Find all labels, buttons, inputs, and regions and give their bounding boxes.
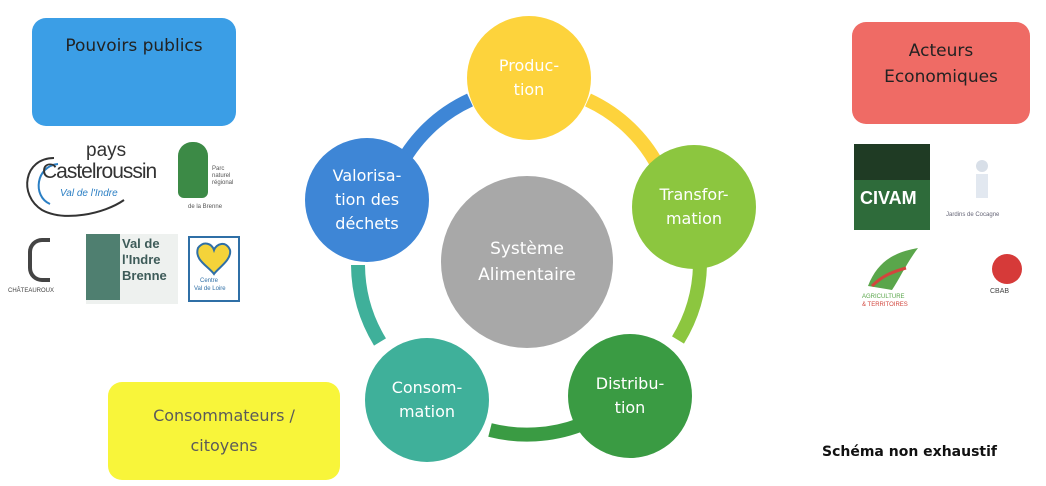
public-authorities-label: Pouvoirs publics <box>65 36 203 56</box>
parc-brenne-logo: Parc naturel régional de la Brenne <box>176 140 236 220</box>
consommation-line2: mation <box>398 402 456 421</box>
distribution-line2: tion <box>614 398 646 417</box>
consommation-line1: Consom- <box>391 378 463 397</box>
centre-region-logo: Centre Val de Loire <box>188 236 240 302</box>
parc-text: Parc <box>212 166 225 172</box>
valorisation-line2: tion des <box>334 190 400 209</box>
centre-text: Centre <box>200 278 219 284</box>
leaves-icon <box>854 144 930 180</box>
ring-segment-distribution-consommation <box>488 418 583 442</box>
economic-actors-label-line1: Acteurs <box>908 41 974 61</box>
agriculture-emblem-icon <box>868 248 918 290</box>
valorisation-line1: Valorisa- <box>332 166 402 185</box>
stage-circle-valorisation <box>305 138 429 262</box>
val-indre-brenne-logo: Val de l'Indre Brenne <box>86 234 178 304</box>
consumers-box: Consommateurs / citoyens <box>108 382 340 480</box>
gardener-icon <box>976 160 988 198</box>
chateauroux-text: CHÂTEAUROUX <box>8 288 55 294</box>
ring-segment-consommation-valorisation <box>351 264 387 346</box>
center-label: Système Alimentaire <box>441 176 613 348</box>
valorisation-line3: déchets <box>335 214 399 233</box>
economic-actors-label-line2: Economiques <box>884 67 998 87</box>
consumers-label-line1: Consommateurs / <box>153 406 295 425</box>
non-exhaustive-note: Schéma non exhaustif <box>822 444 997 460</box>
production-line1: Produc- <box>498 56 560 75</box>
naturel-text: naturel <box>212 173 231 179</box>
economic-actors-box: Acteurs Economiques <box>852 22 1030 124</box>
pays-castelroussin-logo: pays Castelroussin Val de l'Indre <box>14 140 164 222</box>
cbab-emblem-icon <box>992 254 1022 284</box>
parc-brenne-emblem-icon <box>178 142 208 198</box>
chateauroux-logo: CHÂTEAUROUX <box>8 232 78 302</box>
val-de-loire-text: Val de Loire <box>194 286 226 292</box>
stage-label-transformation: Transfor- mation <box>632 145 756 269</box>
brenne-text: Brenne <box>122 268 167 283</box>
tree-icon <box>86 234 120 300</box>
stage-label-valorisation: Valorisa- tion des déchets <box>305 138 429 262</box>
regional-text: régional <box>212 180 234 186</box>
stage-label-consommation: Consom- mation <box>365 338 489 462</box>
pays-text: pays <box>86 140 127 161</box>
val-de-text: Val de <box>122 236 160 251</box>
stage-circle-consommation <box>365 338 489 462</box>
stage-circle-transformation <box>632 145 756 269</box>
civam-text: CIVAM <box>860 188 917 208</box>
cbab-logo: CBAB <box>984 252 1030 308</box>
public-authorities-box: Pouvoirs publics <box>32 18 236 126</box>
center-label-line2: Alimentaire <box>478 265 576 285</box>
val-indre-tagline: Val de l'Indre <box>60 188 118 199</box>
stage-label-distribution: Distribu- tion <box>568 334 692 458</box>
brenne-text: de la Brenne <box>188 204 223 210</box>
stage-circle-distribution <box>568 334 692 458</box>
chateauroux-c-icon <box>28 238 50 282</box>
stage-circle-production <box>467 16 591 140</box>
heart-icon <box>196 242 232 276</box>
jardins-text: Jardins de Cocagne <box>946 212 1000 218</box>
distribution-line1: Distribu- <box>595 374 665 393</box>
production-line2: tion <box>513 80 545 99</box>
stage-label-production: Produc- tion <box>467 16 591 140</box>
center-label-line1: Système <box>490 239 564 259</box>
civam-logo: CIVAM <box>854 144 930 230</box>
territoires-text: & TERRITOIRES <box>862 302 908 308</box>
indre-text: l'Indre <box>122 252 161 267</box>
castelroussin-text: Castelroussin <box>42 160 157 183</box>
cbab-text: CBAB <box>990 288 1010 295</box>
pays-castelroussin-swirl-icon <box>26 157 125 217</box>
jardins-logo: Jardins de Cocagne <box>944 152 1030 226</box>
ring-segment-transformation-distribution <box>671 264 707 344</box>
consumers-label-line2: citoyens <box>190 436 258 455</box>
agriculture-logo: AGRICULTURE & TERRITOIRES <box>862 246 924 314</box>
transformation-line2: mation <box>665 209 723 228</box>
transformation-line1: Transfor- <box>659 185 729 204</box>
agriculture-text: AGRICULTURE <box>862 294 905 300</box>
center-circle <box>441 176 613 348</box>
